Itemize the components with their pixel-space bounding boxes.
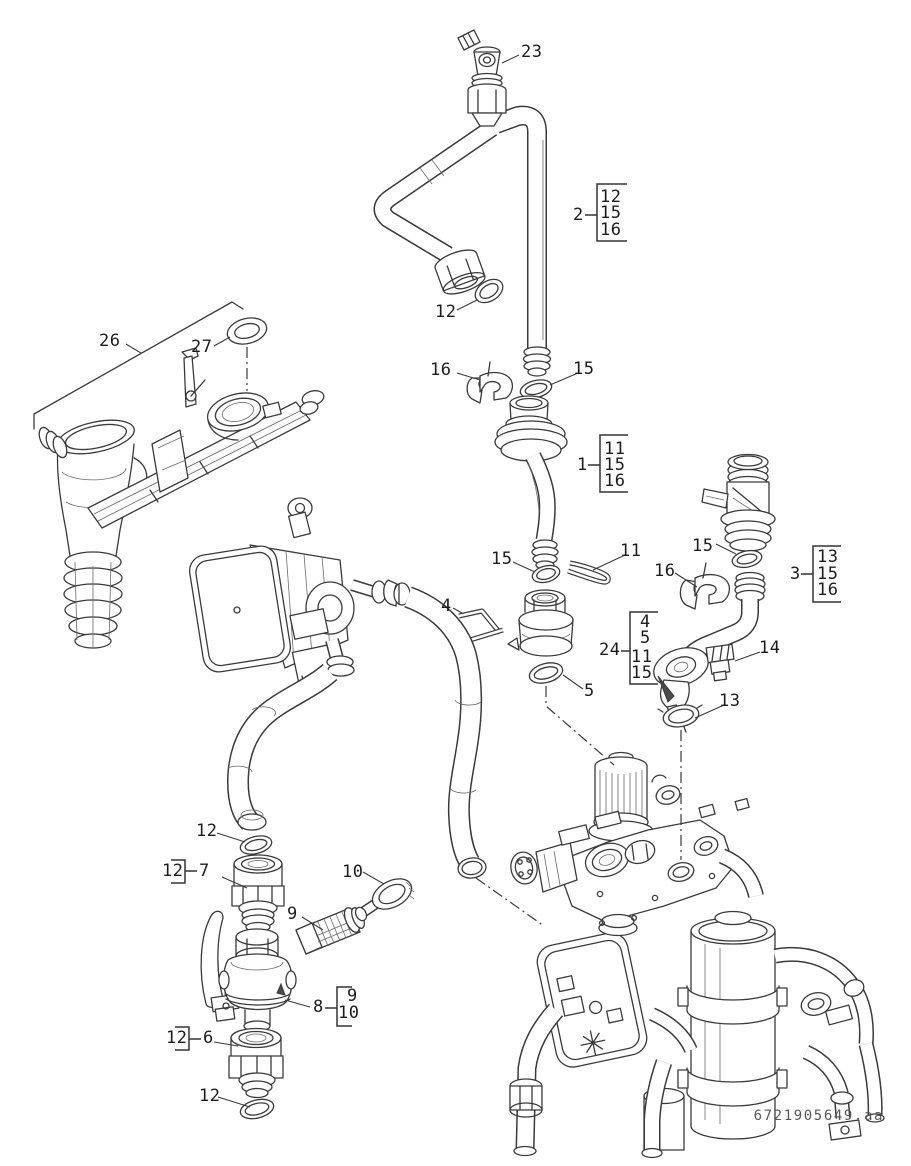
gasket-hose-end-drawing: [239, 835, 273, 855]
drawing-number: 6721905649.aa: [753, 1108, 884, 1124]
callout-15-part3: 15: [692, 536, 714, 556]
callout-7-gasket: 12: [162, 861, 184, 881]
adapter-6-drawing: [228, 1027, 284, 1099]
callout-26: 26: [99, 331, 121, 351]
callout-11: 11: [620, 541, 642, 561]
callout-3: 3: [790, 564, 801, 584]
callout-3-item: 13: [817, 547, 839, 567]
callout-1-item: 11: [604, 439, 626, 459]
gasket-bottom-drawing: [239, 1098, 275, 1120]
callout-8: 8: [313, 997, 324, 1017]
clip-part3-drawing: [679, 562, 730, 610]
valve-above-part3-drawing: [701, 453, 776, 552]
hose-right-drawing: [403, 586, 487, 879]
hose-left-drawing: [227, 663, 338, 831]
t-clip-4-drawing: [458, 608, 504, 643]
callout-9: 9: [287, 904, 298, 924]
callout-12-hose: 12: [196, 821, 218, 841]
callout-12-bottom: 12: [199, 1086, 221, 1106]
callout-24: 24: [599, 640, 621, 660]
hydraulic-block-drawing: [509, 751, 885, 1159]
plug-10-drawing: [354, 878, 415, 922]
filter-9-drawing: [295, 907, 365, 955]
callout-2: 2: [573, 205, 584, 225]
callout-2-item: 16: [600, 220, 622, 240]
ball-valve-8-drawing: [200, 910, 297, 1032]
clip-pipe2-drawing: [466, 361, 513, 404]
pipe-2-drawing: [373, 83, 552, 377]
centerlines: [475, 686, 682, 927]
siphon-gasket-drawing: [226, 317, 268, 345]
oring-below-part1-drawing: [531, 564, 561, 584]
callout-23: 23: [521, 42, 543, 62]
adapter-7-drawing: [231, 854, 285, 933]
wire-clip-11-drawing: [567, 560, 611, 585]
callout-8-item: 10: [338, 1003, 360, 1023]
callout-24-item: 15: [631, 663, 653, 683]
callout-14: 14: [759, 638, 781, 658]
callout-16-part3: 16: [654, 561, 676, 581]
callout-3-item: 16: [817, 580, 839, 600]
pipe-3-drawing: [653, 571, 766, 714]
callout-24-item: 4: [640, 612, 651, 632]
callout-15-pipe2: 15: [573, 359, 595, 379]
callout-6-gasket: 12: [166, 1028, 188, 1048]
fitting-24-drawing: [507, 589, 574, 657]
callout-3-item: 15: [817, 564, 839, 584]
callout-15-part1: 15: [491, 549, 513, 569]
oring-5-drawing: [528, 662, 564, 684]
callout-1-item: 15: [604, 455, 626, 475]
callout-2-item: 15: [600, 203, 622, 223]
clip-14-drawing: [705, 643, 735, 682]
callout-10: 10: [342, 862, 364, 882]
callout-7: 7: [199, 861, 210, 881]
callout-brackets: [171, 183, 841, 1051]
pump-assembly-drawing: [188, 497, 411, 685]
leader-lines: [125, 54, 761, 1108]
pipe-1-drawing: [494, 395, 568, 570]
ring-13-drawing: [657, 704, 703, 733]
callout-16-pipe2: 16: [430, 360, 452, 380]
callout-1: 1: [577, 455, 588, 475]
callout-4: 4: [441, 596, 452, 616]
callout-24-item: 11: [631, 647, 653, 667]
gasket-pipe2-drawing: [474, 278, 504, 304]
callout-2-item: 12: [600, 187, 622, 207]
oring-part3-drawing: [731, 549, 763, 569]
callout-24-item: 5: [640, 628, 651, 648]
air-vent-valve-drawing: [457, 29, 503, 89]
callout-5: 5: [584, 681, 595, 701]
callout-8-item: 9: [347, 986, 358, 1006]
callout-12-pipe2: 12: [435, 302, 457, 322]
oring-pipe2-drawing: [519, 379, 553, 399]
callout-13: 13: [719, 691, 741, 711]
callout-6: 6: [203, 1028, 214, 1048]
callout-1-item: 16: [604, 471, 626, 491]
callout-27: 27: [191, 337, 213, 357]
siphon-assembly-drawing: [33, 301, 325, 649]
